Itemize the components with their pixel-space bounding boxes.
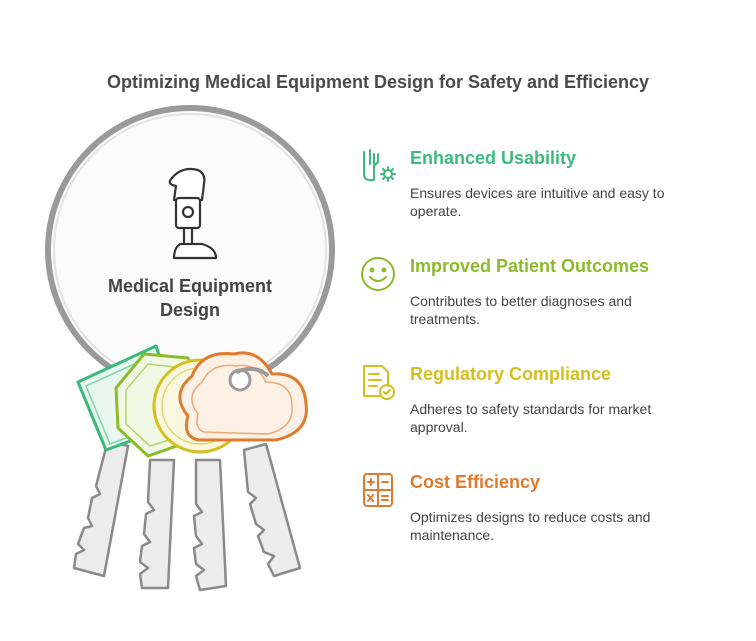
item-title: Regulatory Compliance [410, 364, 612, 384]
key-blade-1 [72, 438, 130, 578]
center-label-line2: Design [159, 300, 220, 320]
key-head-orange [178, 351, 308, 442]
item-title: Cost Efficiency [410, 472, 541, 492]
hand-gear-icon [363, 149, 396, 182]
key-blade-3 [192, 458, 228, 592]
center-label-line1: Medical Equipment [107, 276, 273, 296]
item-description: Optimizes designs to reduce costs and ma… [410, 509, 651, 543]
smiley-icon [361, 257, 395, 291]
calculator-icon [363, 473, 393, 507]
prosthetic-leg-icon [168, 167, 218, 260]
item-title: Enhanced Usability [410, 148, 577, 168]
item-description: Adheres to safety standards for market a… [410, 401, 652, 435]
item-description: Ensures devices are intuitive and easy t… [410, 185, 665, 219]
item-title: Improved Patient Outcomes [410, 256, 650, 276]
document-check-icon [363, 365, 395, 400]
key-blade-2 [138, 458, 176, 590]
key-blade-4 [242, 442, 302, 578]
center-label: Medical Equipment Design [90, 274, 290, 322]
page-title: Optimizing Medical Equipment Design for … [106, 72, 650, 92]
item-description: Contributes to better diagnoses and trea… [410, 293, 632, 327]
